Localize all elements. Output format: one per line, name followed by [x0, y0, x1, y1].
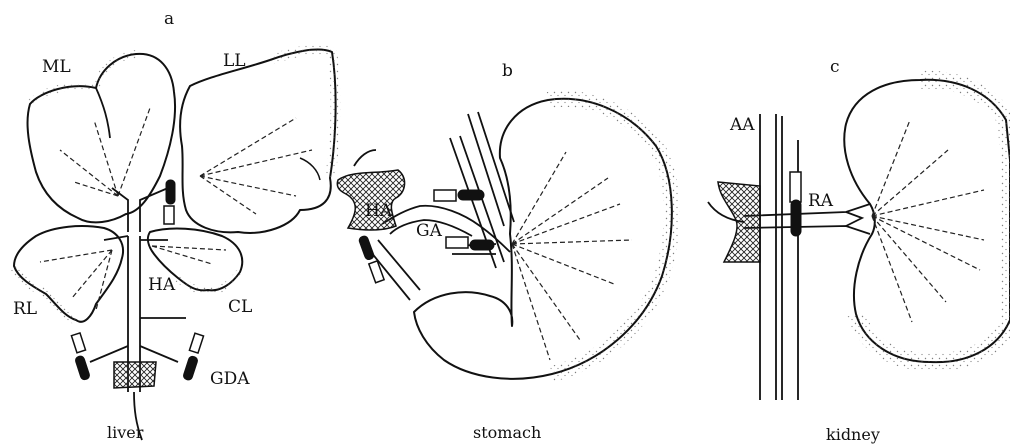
ligation-clip: [358, 235, 375, 261]
label-cl: CL: [228, 297, 252, 317]
label-aa: AA: [729, 115, 755, 135]
caption-kidney: kidney: [826, 425, 880, 444]
pancreas-block: [337, 170, 404, 230]
catheter: [434, 190, 456, 201]
panel-letter-b: b: [502, 61, 513, 81]
label-gda: GDA: [210, 369, 250, 389]
caption-liver: liver: [107, 423, 144, 442]
ligation-clip: [458, 190, 484, 200]
gastroduodenal-artery: [90, 346, 178, 362]
panel-liver: a ML: [13, 9, 336, 442]
panel-kidney: c AA RA kidney: [708, 57, 1010, 444]
label-ra: RA: [808, 191, 834, 211]
kidney: [844, 80, 1010, 362]
label-ll: LL: [223, 51, 246, 71]
pancreas-block: [114, 362, 156, 388]
abdominal-aorta: [760, 114, 776, 400]
label-rl: RL: [13, 299, 37, 319]
ligation-clip: [182, 355, 198, 381]
ligation-clip: [74, 355, 90, 381]
ligation-clip: [470, 240, 494, 250]
catheter: [790, 172, 801, 202]
hepatic-artery: [128, 236, 140, 332]
ligation-clip: [791, 200, 801, 236]
catheter: [71, 333, 85, 353]
catheter: [189, 333, 203, 353]
label-ga: GA: [416, 221, 443, 241]
label-ha: HA: [365, 201, 393, 221]
panel-letter-c: c: [830, 57, 840, 77]
renal-artery: [744, 204, 870, 234]
catheter: [446, 237, 468, 248]
panel-letter-a: a: [164, 9, 174, 29]
ligation-clip: [166, 180, 175, 204]
panel-stomach: b HA GA stomach: [337, 61, 672, 442]
label-ml: ML: [42, 57, 71, 77]
label-ha: HA: [148, 275, 176, 295]
caption-stomach: stomach: [473, 423, 541, 442]
catheter: [164, 206, 174, 224]
